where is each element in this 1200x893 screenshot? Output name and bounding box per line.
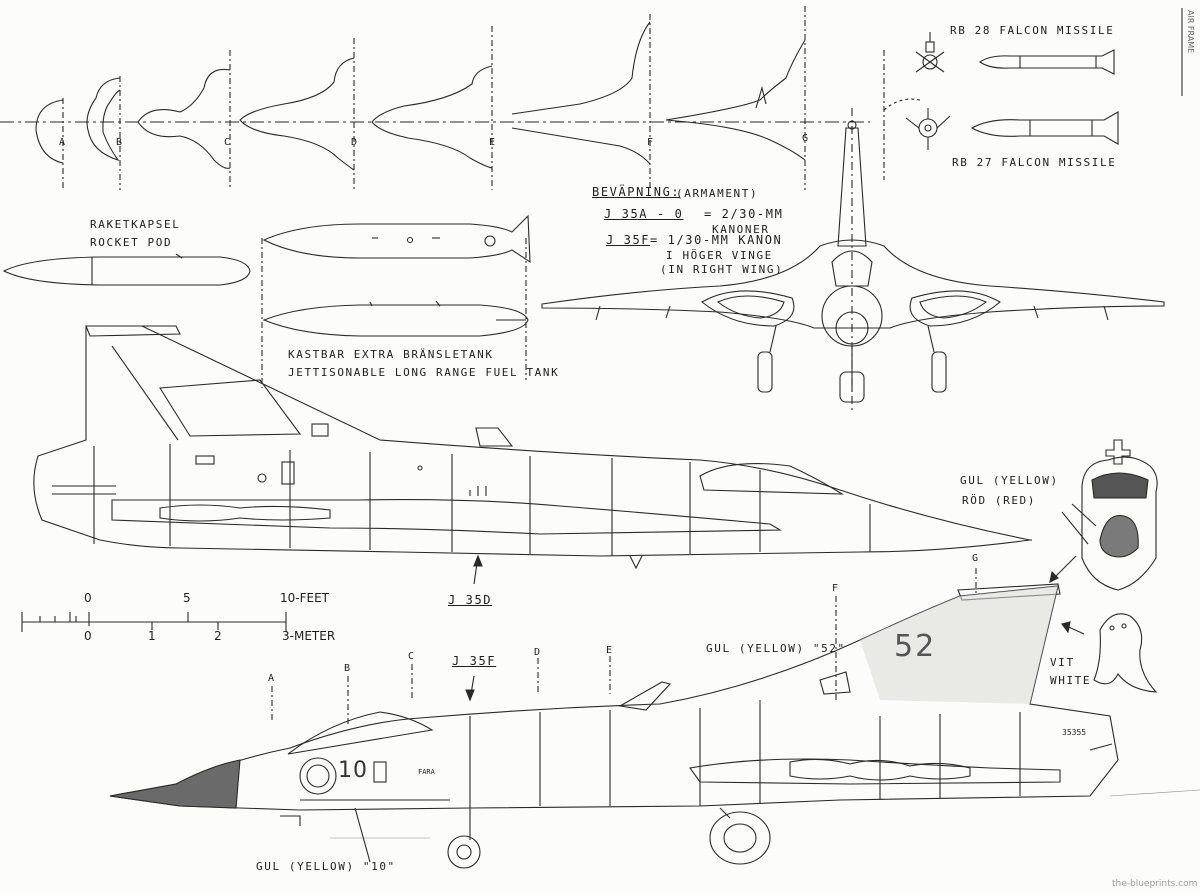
- armament-j35a-model: J 35A - 0: [604, 207, 684, 221]
- nose-number-marking: 10: [338, 758, 368, 783]
- armament-j35f-value: = 1/30-MM KANON: [650, 233, 783, 247]
- color-label-gul-10: GUL (YELLOW) "10": [256, 860, 396, 873]
- armament-j35f-sub2: (IN RIGHT WING): [660, 263, 784, 276]
- color-label-rod: RÖD (RED): [962, 494, 1037, 507]
- model-label-j35d: J 35D: [448, 593, 493, 607]
- rocket-pod-label-en: ROCKET POD: [90, 236, 173, 249]
- armament-title: BEVÄPNING:: [592, 185, 681, 199]
- j35f-section-e: E: [606, 645, 613, 656]
- nose-radome-shaded: [109, 759, 241, 809]
- section-label-c: C: [224, 137, 231, 148]
- rb27-missile-side: [970, 111, 1119, 145]
- rb28-label: RB 28 FALCON MISSILE: [950, 24, 1115, 37]
- j35f-section-b: B: [344, 663, 351, 674]
- rocket-pod-label-sv: RAKETKAPSEL: [90, 218, 181, 231]
- section-label-a: A: [59, 137, 66, 148]
- serial-marking: 35355: [1062, 728, 1087, 737]
- j35f-section-a: A: [268, 673, 275, 684]
- j35f-section-d: D: [534, 647, 541, 658]
- cross-section-f: [511, 14, 651, 190]
- corner-signature: AIR FRAME: [1186, 10, 1195, 54]
- color-label-white: WHITE: [1050, 674, 1092, 687]
- rocket-pod-drawing: [2, 253, 251, 286]
- j35d-side-view: [33, 325, 1032, 570]
- fuel-tank-label-sv: KASTBAR EXTRA BRÄNSLETANK: [288, 348, 494, 361]
- j35f-section-c: C: [408, 651, 415, 662]
- armament-title-en: (ARMAMENT): [676, 187, 759, 200]
- scale-meter-2: 2: [214, 629, 222, 643]
- cross-section-c: [137, 50, 231, 190]
- rb27-label: RB 27 FALCON MISSILE: [952, 156, 1117, 169]
- color-label-gul: GUL (YELLOW): [960, 474, 1059, 487]
- section-label-d: D: [351, 137, 358, 148]
- scale-meter-0: 0: [84, 629, 92, 643]
- color-label-vit: VIT: [1050, 656, 1075, 669]
- fuel-tank-label-en: JETTISONABLE LONG RANGE FUEL TANK: [288, 366, 560, 379]
- ghost-emblem: [1061, 613, 1158, 693]
- rb27-missile-front: [905, 108, 951, 150]
- section-label-e: E: [489, 137, 496, 148]
- scale-meter-3: 3-METER: [282, 629, 336, 643]
- scale-feet-5: 5: [183, 591, 191, 605]
- cross-section-d: [239, 38, 355, 190]
- fuel-tank-top: [262, 214, 531, 264]
- cross-section-g: [665, 6, 806, 190]
- cross-section-b: [86, 76, 121, 190]
- coat-of-arms: [1049, 439, 1158, 591]
- scale-feet-10: 10-FEET: [280, 591, 329, 605]
- section-label-g: G: [802, 133, 809, 144]
- watermark: the-blueprints.com: [1112, 879, 1198, 889]
- armament-j35a-value: = 2/30-MM: [704, 207, 784, 221]
- fuel-tank-side: [262, 300, 529, 337]
- j35f-section-f: F: [832, 583, 839, 594]
- armament-j35a-sub: KANONER: [712, 223, 770, 236]
- scale-meter-1: 1: [148, 629, 156, 643]
- scale-feet-0: 0: [84, 591, 92, 605]
- j35f-section-g: G: [972, 553, 979, 564]
- j35f-side-view: [109, 583, 1200, 869]
- tail-number-marking: 52: [894, 629, 937, 664]
- rb28-missile-side: [979, 49, 1115, 75]
- tail-stipple: [860, 586, 1058, 704]
- armament-j35f-sub1: I HÖGER VINGE: [666, 249, 773, 262]
- cross-section-e: [371, 26, 493, 190]
- scale-bar: [21, 612, 287, 632]
- section-label-b: B: [116, 137, 123, 148]
- model-label-j35f: J 35F: [452, 654, 497, 668]
- front-view-aircraft: [541, 108, 1165, 410]
- armament-j35f-model: J 35F: [606, 233, 651, 247]
- rb28-missile-front: [915, 32, 945, 73]
- cross-section-a: [35, 98, 64, 190]
- color-label-gul-52: GUL (YELLOW) "52": [706, 642, 846, 655]
- nose-warning-marking: FARA: [418, 768, 435, 776]
- section-label-f: F: [647, 137, 654, 148]
